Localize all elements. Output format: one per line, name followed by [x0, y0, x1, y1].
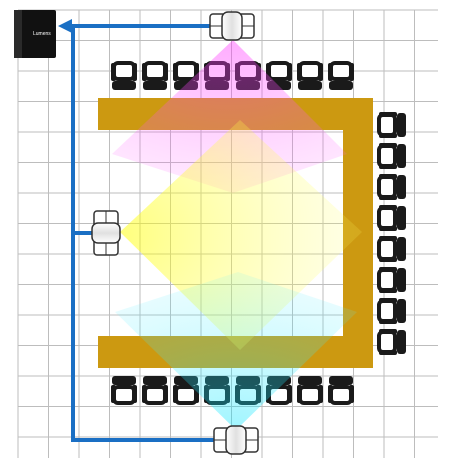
chair-icon	[377, 174, 406, 200]
chair-icon	[111, 376, 137, 405]
cabling	[58, 19, 232, 442]
chair-icon	[377, 236, 406, 262]
chair-icon	[142, 376, 168, 405]
recorder-brand-label: Lumens	[33, 31, 51, 37]
camera-bottom-icon	[213, 425, 259, 455]
chair-icon	[111, 61, 137, 90]
chair-icon	[297, 61, 323, 90]
cable-arrow-icon	[58, 19, 72, 33]
chair-icon	[377, 112, 406, 138]
chair-icon	[377, 205, 406, 231]
chair-icon	[377, 143, 406, 169]
chair-icon	[297, 376, 323, 405]
recorder: Lumens	[14, 10, 56, 58]
camera-left-icon	[91, 210, 121, 256]
chair-icon	[328, 376, 354, 405]
camera-top-beam	[112, 40, 347, 193]
camera-top-icon	[209, 11, 255, 41]
camera-beams	[112, 40, 362, 430]
chair-icon	[377, 298, 406, 324]
chair-icon	[377, 329, 406, 355]
chair-icon	[328, 61, 354, 90]
chair-column-right	[377, 112, 406, 355]
recorder-box-icon	[14, 10, 56, 58]
recorder-box-side	[14, 10, 22, 58]
chair-icon	[377, 267, 406, 293]
camera-left-beam	[120, 120, 362, 350]
camera-bottom-beam	[115, 272, 357, 430]
chair-icon	[142, 61, 168, 90]
